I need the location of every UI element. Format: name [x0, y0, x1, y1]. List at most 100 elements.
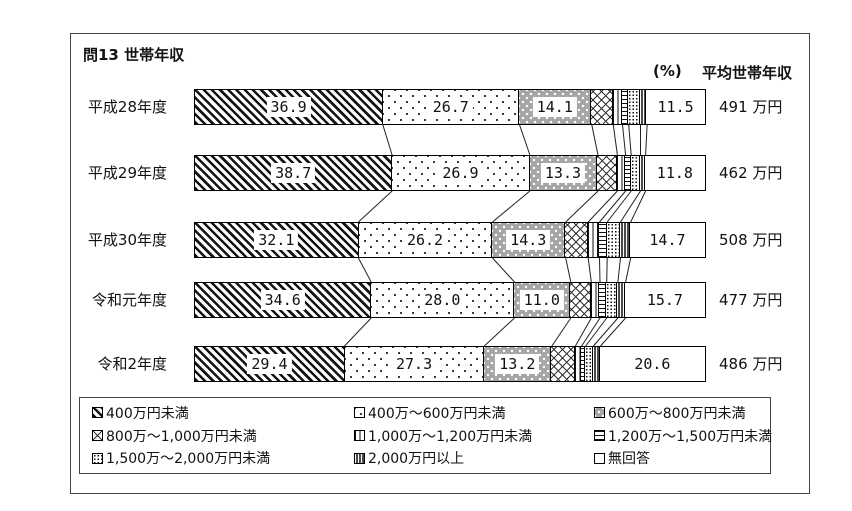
legend-label: 1,000万～1,200万円未満: [368, 428, 533, 445]
bar-segment-5: [587, 223, 599, 257]
legend-swatch-icon: [354, 407, 365, 419]
average-income: 462 万円: [719, 164, 783, 182]
legend-item: 無回答: [594, 448, 772, 468]
bar-segment-6: [581, 347, 586, 381]
chart-title: 問13 世帯年収: [83, 46, 185, 64]
bar-segment-9: 14.7: [629, 223, 705, 257]
bar-segment-4: [591, 90, 613, 124]
bar-segment-1: 38.7: [195, 156, 393, 190]
average-income-header: 平均世帯年収: [702, 64, 793, 82]
bar-segment-6: [621, 90, 628, 124]
percent-unit-header: (%): [653, 62, 682, 80]
segment-value-label: 26.9: [438, 163, 483, 183]
legend-item: 1,500万～2,000万円未満: [92, 448, 354, 468]
legend-item: 1,200万～1,500万円未満: [594, 426, 772, 446]
bar-segment-1: 29.4: [195, 347, 345, 381]
bar-segment-4: [551, 347, 575, 381]
segment-value-label: 34.6: [260, 290, 305, 310]
segment-value-label: 13.2: [495, 354, 540, 374]
stacked-bar: 32.1 26.2 14.3 14.7: [194, 222, 706, 258]
bar-segment-9: 15.7: [624, 283, 705, 317]
bar-segment-8: [617, 283, 625, 317]
bar-segment-6: [599, 283, 607, 317]
bar-segment-3: 13.3: [529, 156, 598, 190]
segment-value-label: 27.3: [391, 354, 437, 374]
segment-value-label: 20.6: [630, 354, 675, 374]
legend-label: 800万～1,000万円未満: [106, 428, 257, 445]
bar-segment-8: [639, 156, 645, 190]
connector-lines: [344, 124, 648, 347]
legend-swatch-icon: [594, 452, 605, 464]
legend-label: 400万円未満: [106, 405, 189, 422]
bar-segment-5: [574, 347, 582, 381]
legend-label: 1,200万～1,500万円未満: [608, 428, 773, 445]
bar-segment-2: 26.9: [392, 156, 530, 190]
segment-value-label: 11.0: [519, 290, 564, 310]
bar-segment-1: 34.6: [195, 283, 372, 317]
average-income: 486 万円: [719, 355, 783, 373]
bar-segment-3: 11.0: [514, 283, 571, 317]
legend-item: 800万～1,000万円未満: [92, 426, 354, 446]
bar-segment-3: 14.1: [519, 90, 592, 124]
legend-item: 2,000万円以上: [354, 448, 594, 468]
legend-swatch-icon: [594, 407, 605, 419]
year-label: 平成30年度: [87, 231, 167, 249]
bar-segment-6: [598, 223, 607, 257]
bar-segment-8: [592, 347, 600, 381]
segment-value-label: 11.8: [652, 163, 697, 183]
bar-segment-2: 26.2: [358, 223, 493, 257]
year-label: 令和元年度: [91, 291, 167, 309]
legend-swatch-icon: [92, 452, 103, 464]
bar-segment-2: 28.0: [371, 283, 515, 317]
bar-segment-8: [619, 223, 630, 257]
bar-segment-1: 32.1: [195, 223, 359, 257]
bar-segment-9: 20.6: [599, 347, 705, 381]
bar-segment-4: [565, 223, 588, 257]
bar-row: 平成29年度 38.7 26.9 13.3 11.8 462 万円: [71, 155, 809, 191]
segment-value-label: 32.1: [254, 230, 299, 250]
bar-segment-3: 14.3: [492, 223, 566, 257]
bar-segment-4: [570, 283, 591, 317]
legend-swatch-icon: [354, 430, 365, 441]
legend-item: 600万～800万円未満: [594, 403, 772, 423]
stacked-bar: 38.7 26.9 13.3 11.8: [194, 155, 706, 191]
legend-label: 600万～800万円未満: [608, 405, 746, 422]
legend-item: 400万～600万円未満: [354, 403, 594, 423]
year-label: 平成29年度: [87, 164, 167, 182]
segment-value-label: 29.4: [247, 354, 292, 374]
bar-segment-6: [624, 156, 631, 190]
stacked-bar: 29.4 27.3 13.2 20.6: [194, 346, 706, 382]
legend-swatch-icon: [354, 452, 365, 464]
bar-segment-4: [597, 156, 617, 190]
bar-segment-3: 13.2: [484, 347, 552, 381]
segment-value-label: 36.9: [266, 97, 311, 117]
bar-segment-7: [606, 283, 618, 317]
stacked-bar: 34.6 28.0 11.0 15.7: [194, 282, 706, 318]
legend-label: 無回答: [608, 451, 650, 468]
segment-value-label: 26.2: [402, 230, 448, 250]
average-income: 508 万円: [719, 231, 783, 249]
segment-value-label: 11.5: [653, 97, 698, 117]
segment-value-label: 14.7: [645, 230, 690, 250]
bar-segment-8: [639, 90, 647, 124]
average-income: 491 万円: [719, 98, 783, 116]
segment-value-label: 28.0: [420, 290, 465, 310]
bar-segment-2: 26.7: [383, 90, 520, 124]
legend-label: 1,500万～2,000万円未満: [106, 451, 271, 468]
bar-segment-5: [616, 156, 625, 190]
legend-swatch-icon: [92, 407, 103, 419]
bar-segment-9: 11.8: [644, 156, 705, 190]
bar-segment-9: 11.5: [646, 90, 705, 124]
legend-item: 1,000万～1,200万円未満: [354, 426, 594, 446]
legend-swatch-icon: [594, 430, 605, 441]
bar-segment-7: [627, 90, 640, 124]
legend-label: 2,000万円以上: [368, 451, 465, 468]
legend-swatch-icon: [92, 430, 103, 441]
bar-segment-7: [606, 223, 620, 257]
